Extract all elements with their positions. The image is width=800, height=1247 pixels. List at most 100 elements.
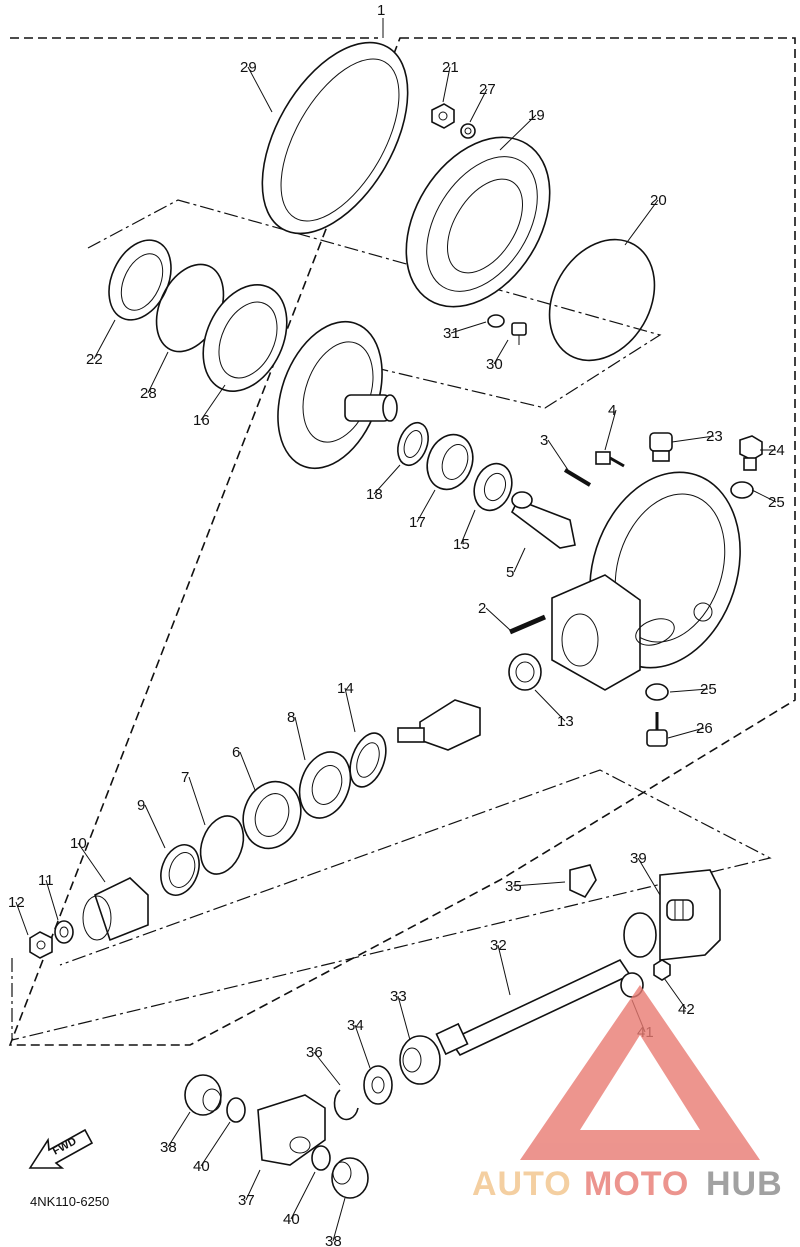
callout-32: 32 bbox=[490, 937, 507, 954]
callout-25: 25 bbox=[768, 494, 785, 511]
callout-6: 6 bbox=[232, 744, 240, 761]
leader-line-5 bbox=[513, 547, 526, 573]
final-gear-case bbox=[551, 471, 741, 691]
leader-line-10 bbox=[77, 842, 106, 883]
collar-5 bbox=[510, 491, 576, 549]
washer-11 bbox=[54, 920, 74, 944]
callout-36: 36 bbox=[306, 1044, 323, 1061]
callout-22: 22 bbox=[86, 351, 103, 368]
circlip-36 bbox=[333, 1089, 359, 1121]
bearing-15 bbox=[473, 462, 513, 512]
bearing-housing-6 bbox=[242, 780, 302, 850]
leader-line-14 bbox=[344, 687, 356, 733]
callout-21: 21 bbox=[442, 59, 459, 76]
stud-2 bbox=[509, 614, 546, 635]
leader-line-17 bbox=[416, 489, 436, 523]
callout-7: 7 bbox=[181, 769, 189, 786]
leader-line-25 bbox=[669, 688, 709, 693]
leader-line-30 bbox=[493, 339, 509, 365]
leader-line-21 bbox=[442, 66, 451, 103]
leader-line-33 bbox=[397, 995, 411, 1041]
leader-line-38 bbox=[332, 1197, 346, 1242]
leader-line-16 bbox=[200, 384, 226, 421]
spacer-17 bbox=[426, 433, 474, 491]
nut-42 bbox=[653, 959, 671, 981]
nut-12 bbox=[29, 931, 53, 959]
o-ring-20 bbox=[548, 238, 656, 362]
callout-30: 30 bbox=[486, 356, 503, 373]
universal-joint-37 bbox=[257, 1094, 326, 1166]
callout-37: 37 bbox=[238, 1192, 255, 1209]
callout-17: 17 bbox=[409, 514, 426, 531]
leader-line-38 bbox=[167, 1111, 191, 1148]
callout-5: 5 bbox=[506, 564, 514, 581]
callout-20: 20 bbox=[650, 192, 667, 209]
bolt-30 bbox=[511, 322, 527, 345]
collar-33 bbox=[399, 1035, 441, 1085]
leader-line-34 bbox=[354, 1024, 371, 1069]
leader-line-4 bbox=[604, 409, 617, 451]
leader-line-32 bbox=[497, 944, 511, 996]
leader-line-2 bbox=[485, 607, 511, 631]
washer-31 bbox=[487, 314, 505, 328]
leader-line-8 bbox=[294, 716, 306, 761]
ring-gear bbox=[277, 320, 398, 470]
ring-gasket-29 bbox=[261, 41, 409, 235]
assembly-frame bbox=[8, 37, 796, 1046]
leader-line-26 bbox=[667, 727, 705, 739]
washer-34 bbox=[363, 1065, 393, 1105]
watermark-auto: AUTO bbox=[472, 1165, 572, 1203]
shim-14 bbox=[349, 732, 387, 788]
watermark-triangle-icon bbox=[520, 985, 760, 1160]
callout-33: 33 bbox=[390, 988, 407, 1005]
watermark-logo: AUTO MOTO HUB bbox=[472, 985, 782, 1203]
callout-23: 23 bbox=[706, 428, 723, 445]
bearing-cap-38-left bbox=[184, 1074, 222, 1116]
ring-9 bbox=[160, 844, 200, 896]
callout-19: 19 bbox=[528, 107, 545, 124]
bearing-8 bbox=[298, 751, 352, 819]
seal-group-box bbox=[87, 199, 662, 409]
callout-2: 2 bbox=[478, 600, 486, 617]
leader-line-28 bbox=[147, 351, 169, 394]
leader-line-25 bbox=[751, 489, 777, 503]
leader-line-22 bbox=[93, 319, 116, 360]
leader-line-29 bbox=[247, 66, 273, 113]
assembly-label: 1 bbox=[377, 2, 385, 19]
leader-line-15 bbox=[460, 509, 476, 545]
leader-line-20 bbox=[624, 199, 659, 246]
sleeve-10 bbox=[82, 877, 149, 942]
callout-8: 8 bbox=[287, 709, 295, 726]
callout-10: 10 bbox=[70, 835, 87, 852]
callout-13: 13 bbox=[557, 713, 574, 730]
leader-line-27 bbox=[469, 88, 488, 123]
callout-9: 9 bbox=[137, 797, 145, 814]
callout-40: 40 bbox=[193, 1158, 210, 1175]
callout-35: 35 bbox=[505, 878, 522, 895]
callout-15: 15 bbox=[453, 536, 470, 553]
leader-line-12 bbox=[15, 901, 29, 936]
o-ring-7 bbox=[199, 815, 245, 875]
leader-line-18 bbox=[373, 464, 401, 495]
callout-3: 3 bbox=[540, 432, 548, 449]
leader-line-31 bbox=[450, 321, 487, 334]
watermark-moto: MOTO bbox=[584, 1165, 689, 1203]
leader-line-6 bbox=[239, 751, 256, 791]
drain-bolt-24 bbox=[739, 435, 763, 471]
callout-38: 38 bbox=[325, 1233, 342, 1247]
bearing-13 bbox=[508, 653, 542, 691]
callout-labels: 2345678910111213141516171819202122232425… bbox=[8, 59, 785, 1247]
leader-line-7 bbox=[188, 776, 206, 826]
callout-28: 28 bbox=[140, 385, 157, 402]
leader-line-39 bbox=[637, 857, 661, 896]
callout-31: 31 bbox=[443, 325, 460, 342]
leader-line-37 bbox=[245, 1169, 261, 1201]
bearing-16 bbox=[202, 283, 288, 393]
leader-line-3 bbox=[547, 439, 569, 471]
callout-34: 34 bbox=[347, 1017, 364, 1034]
callout-42: 42 bbox=[678, 1001, 695, 1018]
leader-line-23 bbox=[671, 435, 715, 443]
gasket-25-lower bbox=[645, 683, 669, 701]
bolt-26 bbox=[646, 712, 668, 747]
